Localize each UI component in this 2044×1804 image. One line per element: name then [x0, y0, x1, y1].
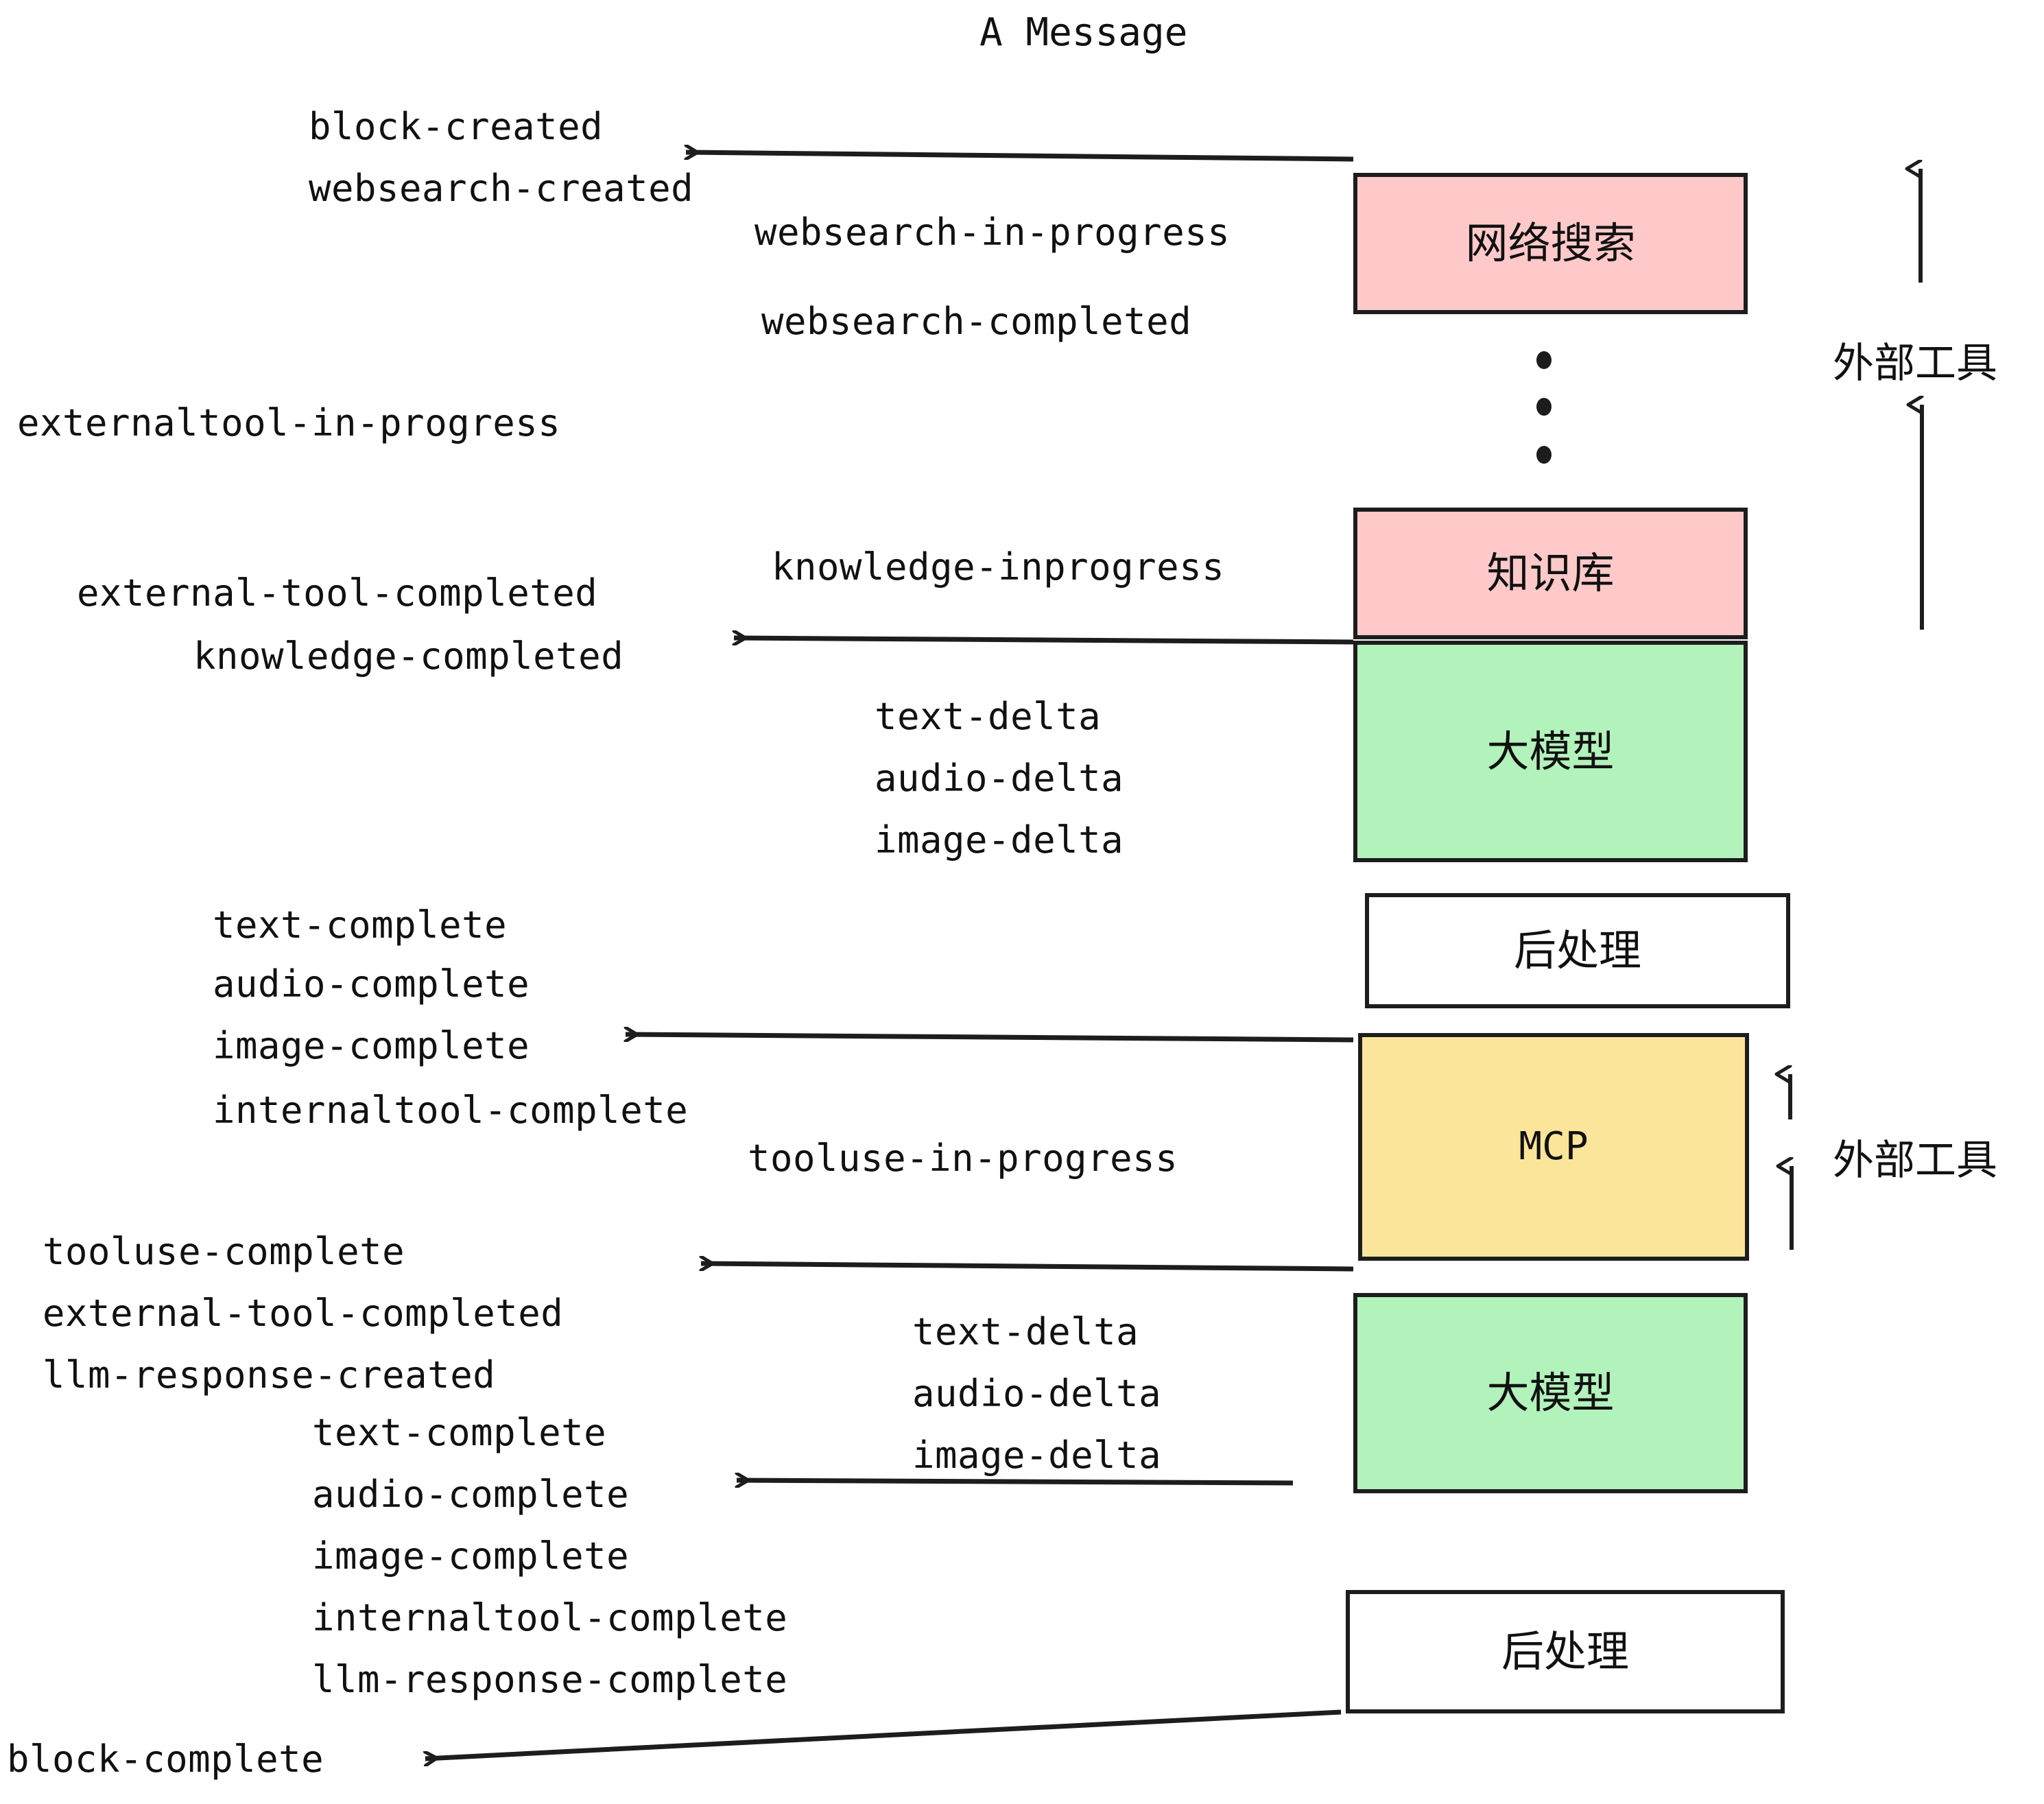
event-label-websearch-completed: websearch-completed — [761, 300, 1192, 343]
event-label-block-created: block-created — [309, 105, 604, 148]
arrow-image-complete — [626, 1034, 1354, 1043]
node-postprocess-lower-box[interactable]: 后处理 — [1346, 1590, 1785, 1713]
arrow-block-complete — [425, 1709, 1342, 1759]
event-label-llm-response-complete: llm-response-complete — [312, 1658, 788, 1701]
diagram-title: A Message — [979, 10, 1188, 55]
event-label-external-tool-completed-2: external-tool-completed — [43, 1292, 564, 1335]
arrow-tooluse-complete — [701, 1263, 1354, 1272]
node-llm-upper-label: 大模型 — [1486, 726, 1615, 776]
node-websearch-label: 网络搜索 — [1465, 218, 1636, 268]
event-label-audio-delta-1: audio-delta — [875, 757, 1124, 800]
arrow-audio-complete — [737, 1480, 1294, 1483]
node-knowledge-label: 知识库 — [1486, 548, 1615, 598]
arrow-knowledge-completed — [734, 638, 1354, 642]
event-label-image-delta-2: image-delta — [912, 1434, 1162, 1477]
event-label-block-complete: block-complete — [7, 1737, 324, 1781]
event-label-tooluse-complete: tooluse-complete — [43, 1230, 405, 1273]
node-knowledge-box[interactable]: 知识库 — [1353, 508, 1748, 639]
node-llm-lower-label: 大模型 — [1486, 1368, 1615, 1418]
node-postprocess-upper-label: 后处理 — [1513, 925, 1641, 975]
node-llm-lower-box[interactable]: 大模型 — [1353, 1293, 1748, 1493]
ellipsis-dot-icon — [1536, 398, 1552, 416]
event-label-websearch-created: websearch-created — [309, 167, 694, 210]
event-label-internaltool-complete-1: internaltool-complete — [213, 1089, 689, 1132]
event-label-llm-response-created: llm-response-created — [43, 1353, 496, 1397]
event-label-image-delta-1: image-delta — [875, 818, 1124, 862]
event-label-image-complete-2: image-complete — [312, 1534, 630, 1578]
event-label-internaltool-complete-2: internaltool-complete — [312, 1596, 788, 1639]
event-label-text-delta-2: text-delta — [912, 1310, 1139, 1353]
event-label-external-tool-completed-1: external-tool-completed — [77, 571, 598, 615]
event-label-image-complete-1: image-complete — [213, 1024, 530, 1067]
event-label-text-delta-1: text-delta — [875, 695, 1102, 738]
node-mcp-box[interactable]: MCP — [1358, 1033, 1749, 1261]
node-llm-upper-box[interactable]: 大模型 — [1353, 641, 1748, 862]
event-label-text-complete-2: text-complete — [312, 1411, 607, 1454]
ellipsis-dot-icon — [1536, 351, 1552, 369]
group-label-external-tools-bottom: 外部工具 — [1833, 1137, 1997, 1185]
arrow-block-created — [686, 152, 1354, 162]
event-label-audio-delta-2: audio-delta — [912, 1372, 1162, 1415]
event-label-audio-complete-2: audio-complete — [312, 1473, 630, 1516]
event-label-tooluse-in-progress: tooluse-in-progress — [748, 1137, 1178, 1180]
node-websearch-box[interactable]: 网络搜索 — [1353, 173, 1748, 314]
node-mcp-label: MCP — [1519, 1124, 1589, 1169]
node-postprocess-upper-box[interactable]: 后处理 — [1365, 893, 1790, 1008]
event-label-knowledge-inprogress: knowledge-inprogress — [772, 545, 1225, 589]
ellipsis-dot-icon — [1536, 446, 1552, 464]
event-label-audio-complete-1: audio-complete — [213, 962, 530, 1006]
event-label-knowledge-completed: knowledge-completed — [193, 634, 624, 678]
event-label-websearch-in-progress: websearch-in-progress — [754, 211, 1231, 254]
event-label-text-complete-1: text-complete — [213, 903, 508, 947]
event-label-externaltool-in-progress: externaltool-in-progress — [17, 401, 561, 444]
group-label-external-tools-top: 外部工具 — [1833, 340, 1997, 388]
node-postprocess-lower-label: 后处理 — [1501, 1626, 1629, 1676]
